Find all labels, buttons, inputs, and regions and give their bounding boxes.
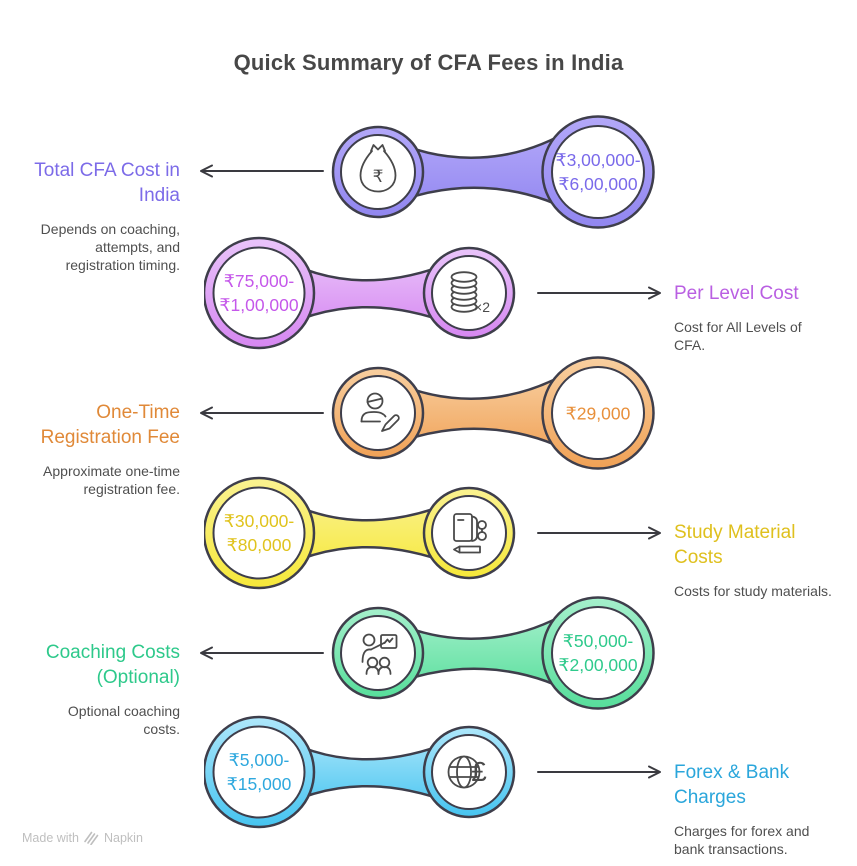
- right-arrow-icon: [537, 526, 661, 540]
- page-title: Quick Summary of CFA Fees in India: [233, 50, 624, 75]
- watermark-brand: Napkin: [103, 831, 143, 845]
- value-line: ₹1,00,000: [219, 295, 299, 315]
- dumbbell-forex-bank: £ ₹5,000- ₹15,000: [204, 713, 534, 831]
- value-line: ₹29,000: [566, 404, 631, 424]
- dumbbell-total-cost: ₹ ₹3,00,000- ₹6,00,000: [330, 113, 660, 231]
- row-description: Approximate one-time registration fee.: [43, 463, 180, 497]
- value-line: ₹80,000: [227, 535, 292, 555]
- dumbbell-registration-fee: ₹29,000: [330, 354, 660, 472]
- globe-pound-icon: £: [447, 755, 487, 789]
- row-label: Study Material Costs: [674, 522, 796, 568]
- row-label: Forex & Bank Charges: [674, 762, 790, 808]
- left-arrow-icon: [200, 406, 324, 420]
- label-block: Forex & Bank Charges Charges for forex a…: [674, 760, 844, 858]
- row-label: Total CFA Cost in India: [34, 160, 180, 206]
- person-pencil-icon: [360, 392, 400, 432]
- label-block: Study Material Costs Costs for study mat…: [674, 520, 844, 600]
- value-line: ₹50,000-: [563, 631, 634, 651]
- pound-glyph: £: [471, 756, 487, 787]
- label-block: Total CFA Cost in India Depends on coach…: [6, 158, 180, 274]
- dumbbell-per-level-cost: ×2 ₹75,000- ₹1,00,000: [204, 234, 534, 352]
- right-arrow-icon: [537, 286, 661, 300]
- napkin-logo-icon: [84, 831, 99, 845]
- left-arrow-icon: [200, 646, 324, 660]
- value-line: ₹30,000-: [224, 511, 295, 531]
- study-material-icon: [453, 513, 487, 554]
- value-line: ₹6,00,000: [558, 174, 638, 194]
- row-label: Coaching Costs (Optional): [45, 642, 180, 688]
- label-block: Per Level Cost Cost for All Levels of CF…: [674, 281, 844, 354]
- value-line: ₹15,000: [227, 774, 292, 794]
- watermark: Made with Napkin: [22, 831, 143, 845]
- multiplier-glyph: ×2: [474, 299, 490, 315]
- value-line: ₹2,00,000: [558, 655, 638, 675]
- label-block: Coaching Costs (Optional) Optional coach…: [6, 640, 180, 738]
- row-label: Per Level Cost: [674, 283, 799, 304]
- row-description: Depends on coaching, attempts, and regis…: [40, 221, 180, 273]
- watermark-text: Made with: [22, 831, 79, 845]
- coaching-icon: [361, 633, 398, 675]
- dumbbell-coaching-costs: ₹50,000- ₹2,00,000: [330, 594, 660, 712]
- coins-x2-icon: ×2: [450, 271, 490, 315]
- row-description: Charges for forex and bank transactions.: [674, 823, 810, 857]
- row-description: Costs for study materials.: [674, 583, 832, 599]
- value-line: ₹75,000-: [224, 271, 295, 291]
- rupee-glyph: ₹: [373, 167, 384, 186]
- money-bag-icon: ₹: [359, 144, 397, 193]
- value-line: ₹5,000-: [229, 750, 290, 770]
- value-line: ₹3,00,000-: [555, 150, 640, 170]
- left-arrow-icon: [200, 164, 324, 178]
- right-arrow-icon: [537, 765, 661, 779]
- row-label: One-Time Registration Fee: [40, 402, 180, 448]
- dumbbell-study-material: ₹30,000- ₹80,000: [204, 474, 534, 592]
- row-description: Optional coaching costs.: [67, 703, 180, 737]
- row-description: Cost for All Levels of CFA.: [674, 319, 802, 353]
- label-block: One-Time Registration Fee Approximate on…: [6, 400, 180, 498]
